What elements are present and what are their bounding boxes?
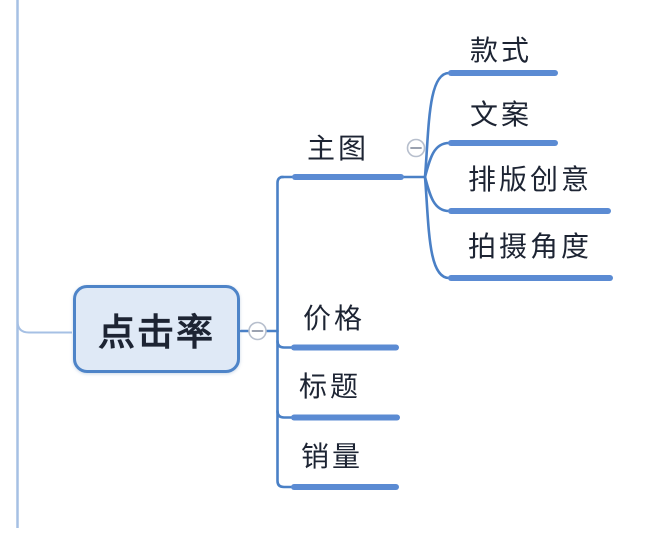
topic-underline-sales xyxy=(291,484,399,490)
topic-underline-layout xyxy=(448,208,611,214)
topic-title[interactable]: 标题 xyxy=(299,371,362,402)
topic-underline-title xyxy=(291,414,400,421)
topic-underline-price xyxy=(291,344,399,351)
branch-trunk-line xyxy=(276,175,293,489)
parent-to-root-connector xyxy=(16,320,72,334)
topic-underline-main-image xyxy=(292,174,404,180)
curve-to-style xyxy=(423,71,451,179)
topic-layout-creative[interactable]: 排版创意 xyxy=(468,164,593,195)
topic-underline-angle xyxy=(448,275,613,281)
topic-copy[interactable]: 文案 xyxy=(470,99,533,130)
collapse-minus-icon-root[interactable] xyxy=(248,321,267,341)
curve-to-copy xyxy=(423,141,451,179)
topic-style[interactable]: 款式 xyxy=(470,35,533,66)
collapse-minus-icon-main-image[interactable] xyxy=(406,138,426,158)
root-topic-node[interactable]: 点击率 xyxy=(73,285,240,373)
topic-shooting-angle[interactable]: 拍摄角度 xyxy=(468,231,593,262)
topic-sales[interactable]: 销量 xyxy=(301,441,364,472)
topic-main-image[interactable]: 主图 xyxy=(307,133,370,164)
branch-stub-price xyxy=(276,339,294,349)
branch-stub-title xyxy=(276,409,294,419)
topic-underline-copy xyxy=(448,140,558,146)
root-topic-label: 点击率 xyxy=(98,312,215,353)
topic-underline-style xyxy=(448,70,558,76)
topic-price[interactable]: 价格 xyxy=(303,303,366,334)
curve-to-layout xyxy=(423,175,451,213)
curve-to-angle xyxy=(423,175,451,280)
